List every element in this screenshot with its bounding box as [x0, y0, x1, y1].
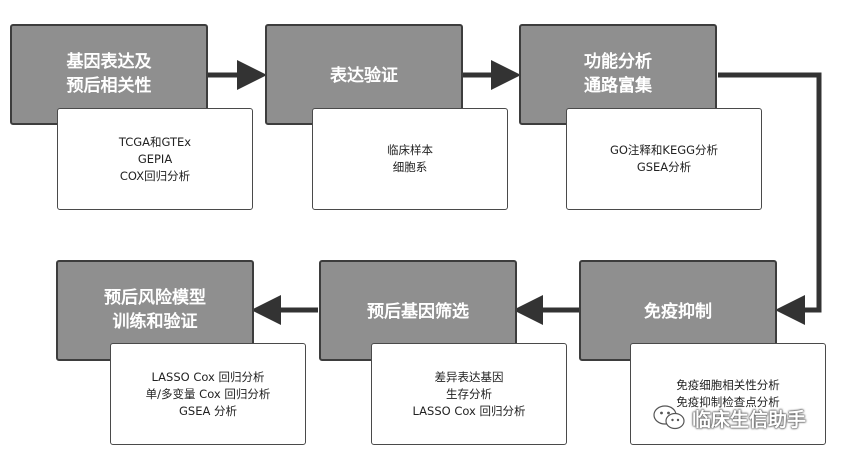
detail-prognostic-gene-screening: 差异表达基因 生存分析 LASSO Cox 回归分析 — [371, 343, 567, 445]
step-title-line: 通路富集 — [584, 76, 652, 96]
detail-line: GEPIA — [137, 151, 173, 166]
watermark-text: 临床生信助手 — [692, 408, 807, 431]
detail-functional-enrichment: GO注释和KEGG分析 GSEA分析 — [566, 108, 762, 210]
step-title-line: 预后相关性 — [66, 76, 152, 96]
detail-immune-suppression: 免疫细胞相关性分析 免疫抑制检查点分析 — [630, 343, 826, 445]
detail-gene-expression-prognosis: TCGA和GTEx GEPIA COX回归分析 — [57, 108, 253, 210]
step-title-line: 基因表达及 — [66, 52, 152, 72]
detail-line: 临床样本 — [387, 143, 433, 157]
step-title-line: 训练和验证 — [112, 312, 198, 332]
step-title-line: 功能分析 — [584, 52, 652, 72]
detail-line: 差异表达基因 — [434, 369, 504, 384]
detail-line: LASSO Cox 回归分析 — [412, 403, 526, 418]
detail-line: GSEA 分析 — [179, 403, 237, 418]
detail-line: TCGA和GTEx — [118, 134, 192, 149]
detail-line: 单/多变量 Cox 回归分析 — [145, 386, 271, 401]
arrow-3-4 — [718, 72, 822, 325]
detail-line: GSEA分析 — [636, 160, 692, 174]
step-title-line: 免疫抑制 — [644, 302, 712, 322]
detail-line: COX回归分析 — [119, 168, 191, 183]
wechat-icon — [653, 405, 685, 430]
detail-risk-model: LASSO Cox 回归分析 单/多变量 Cox 回归分析 GSEA 分析 — [110, 343, 306, 445]
detail-line: 生存分析 — [446, 386, 492, 401]
step-title-line: 预后风险模型 — [104, 288, 206, 308]
watermark: 临床生信助手 — [652, 404, 806, 432]
detail-line: 细胞系 — [392, 160, 428, 174]
detail-expression-validation: 临床样本 细胞系 — [312, 108, 508, 210]
detail-line: 免疫抑制检查点分析 — [676, 395, 780, 409]
detail-line: LASSO Cox 回归分析 — [151, 369, 265, 384]
step-title-line: 预后基因筛选 — [367, 302, 469, 322]
detail-line: 免疫细胞相关性分析 — [676, 378, 780, 392]
detail-line: GO注释和KEGG分析 — [609, 143, 719, 157]
step-title-line: 表达验证 — [330, 66, 398, 86]
